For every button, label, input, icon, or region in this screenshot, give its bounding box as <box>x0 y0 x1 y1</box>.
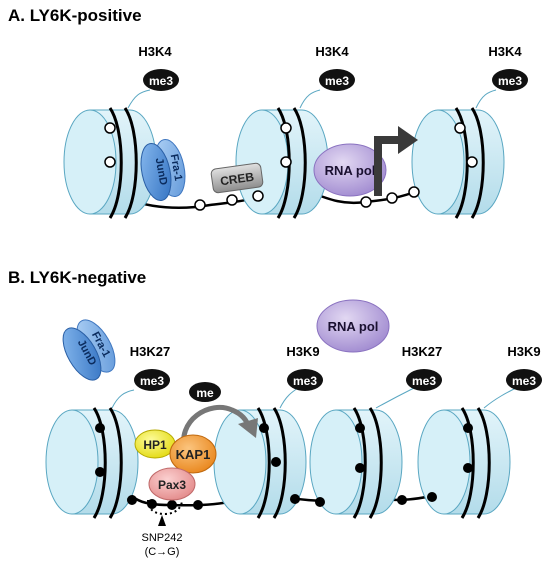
pax3-label: Pax3 <box>158 478 186 492</box>
mark-label: H3K4 <box>488 44 522 59</box>
methylated-cpg-sites <box>95 423 473 510</box>
rna-pol-protein: RNA pol <box>316 299 390 353</box>
mark-modification: me3 <box>512 374 536 388</box>
me-label: me <box>196 386 214 400</box>
nucleosome <box>63 107 157 219</box>
hp1-protein: HP1 <box>134 429 176 459</box>
pax3-protein: Pax3 <box>148 467 196 501</box>
unmethylated-cpg-sites <box>104 122 478 211</box>
histone-mark: H3K27 me3 <box>111 344 170 409</box>
mark-label: H3K27 <box>402 344 442 359</box>
rna-pol-protein: RNA pol <box>313 143 387 197</box>
rna-pol-label: RNA pol <box>328 319 379 334</box>
mark-label: H3K9 <box>286 344 319 359</box>
histone-mark: H3K9 me3 <box>279 344 323 409</box>
nucleosome <box>417 407 511 519</box>
nucleosome <box>411 107 505 219</box>
creb-label: CREB <box>219 170 255 189</box>
panel-a-title: A. LY6K-positive <box>8 6 142 25</box>
histone-mark: H3K4 me3 <box>299 44 355 109</box>
kap1-protein: KAP1 <box>169 434 217 474</box>
kap1-label: KAP1 <box>176 447 211 462</box>
nucleosome <box>45 407 139 519</box>
hp1-label: HP1 <box>143 438 167 452</box>
mark-label: H3K27 <box>130 344 170 359</box>
mark-modification: me3 <box>140 374 164 388</box>
mark-label: H3K9 <box>507 344 540 359</box>
histone-mark: H3K4 me3 <box>127 44 179 109</box>
mark-label: H3K4 <box>315 44 349 59</box>
mark-modification: me3 <box>149 74 173 88</box>
mark-modification: me3 <box>498 74 522 88</box>
histone-mark: H3K27 me3 <box>375 344 442 409</box>
snp-change: (C→G) <box>145 546 180 558</box>
mark-modification: me3 <box>293 374 317 388</box>
nucleosome <box>309 407 403 519</box>
jund-label: JunD <box>153 157 170 186</box>
mark-label: H3K4 <box>138 44 172 59</box>
panel-b-title: B. LY6K-negative <box>8 268 147 287</box>
histone-mark: H3K9 me3 <box>483 344 542 409</box>
jund-protein: JunD <box>62 327 102 381</box>
histone-mark: H3K4 me3 <box>475 44 528 109</box>
mark-modification: me3 <box>412 374 436 388</box>
snp-marker: SNP242 (C→G) <box>142 499 183 558</box>
methyl-transfer: me <box>181 382 258 453</box>
jund-protein: JunD <box>140 142 172 202</box>
transcription-arrow <box>374 126 418 196</box>
rna-pol-label: RNA pol <box>325 163 376 178</box>
fra1-label: Fra-1 <box>168 153 184 182</box>
mark-modification: me3 <box>325 74 349 88</box>
creb-protein: CREB <box>210 162 264 194</box>
snp-label: SNP242 <box>142 532 183 544</box>
